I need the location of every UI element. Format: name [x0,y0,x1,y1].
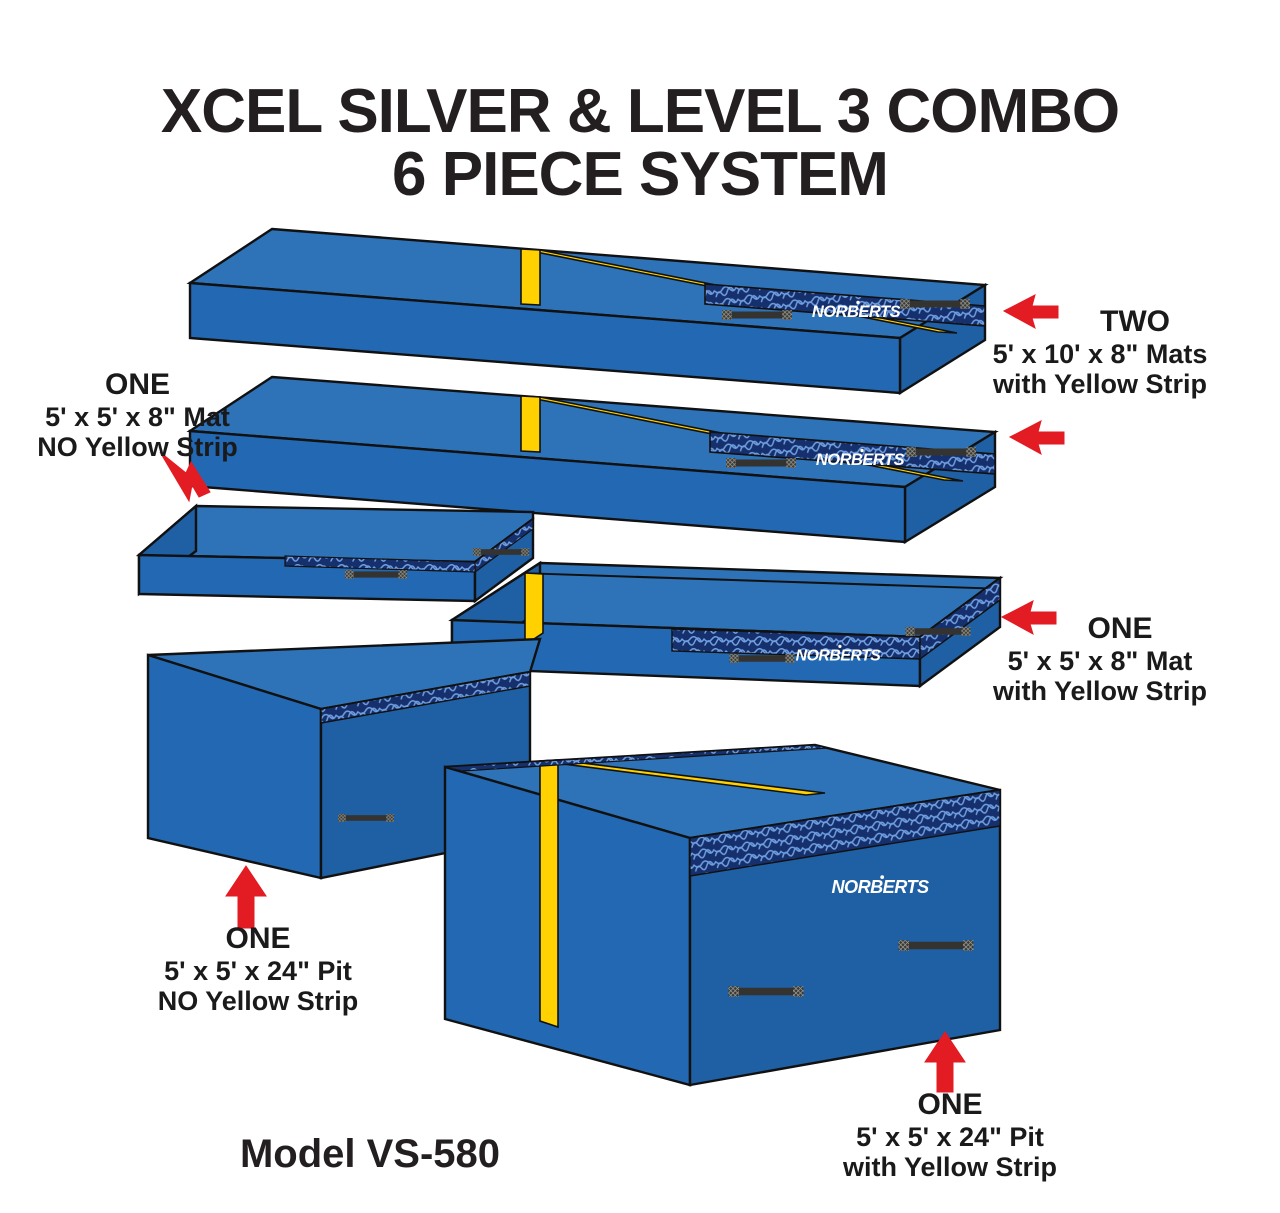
callout-count: ONE [225,922,291,955]
callout-two-5x10-mats: TWO 5' x 10' x 8" Mats with Yellow Strip [950,305,1250,399]
callout-size: 5' x 5' x 24" Pit [856,1121,1044,1152]
callout-count: ONE [104,368,170,401]
callout-size: 5' x 5' x 8" Mat [1007,645,1193,676]
page-title: XCEL SILVER & LEVEL 3 COMBO 6 PIECE SYST… [0,76,1280,210]
callout-strip: NO Yellow Strip [157,985,359,1016]
model-number: Model VS-580 [239,1132,501,1176]
handle-strap[interactable] [722,310,792,320]
piece-pit-5x5-strip[interactable] [443,743,1002,1087]
callout-count: ONE [1087,612,1153,645]
callout-one-5x5-mat-with-strip: ONE 5' x 5' x 8" Mat with Yellow Strip [950,612,1250,706]
callout-strip: with Yellow Strip [842,1151,1058,1182]
piece-mat-5x5-strip[interactable] [448,560,1004,689]
piece-mat-5x10-a[interactable] [186,227,989,396]
arrow-up-icon [225,865,267,929]
handle-strap[interactable] [906,447,976,457]
callout-size: 5' x 10' x 8" Mats [992,338,1208,369]
arrow-left-icon [1008,420,1065,456]
brand-logo [815,448,905,469]
arrow-left-icon [1000,600,1057,636]
callout-strip: with Yellow Strip [992,675,1208,706]
title-line-1: XCEL SILVER & LEVEL 3 COMBO [160,76,1120,146]
callout-one-5x5-pit-with-strip: ONE 5' x 5' x 24" Pit with Yellow Strip [790,1088,1110,1182]
callout-strip: with Yellow Strip [992,368,1208,399]
handle-strap[interactable] [728,986,804,997]
handle-strap[interactable] [726,458,796,468]
brand-logo [831,875,929,898]
handle-strap[interactable] [338,814,394,822]
callout-arrows [159,294,1065,1093]
callout-size: 5' x 5' x 24" Pit [164,955,352,986]
title-line-2: 6 PIECE SYSTEM [392,140,889,210]
handle-strap[interactable] [473,548,529,556]
callout-one-5x5-mat-no-strip: ONE 5' x 5' x 8" Mat NO Yellow Strip [0,368,275,462]
brand-logo [795,644,882,665]
callout-strip: NO Yellow Strip [37,431,238,462]
callout-one-5x5-pit-no-strip: ONE 5' x 5' x 24" Pit NO Yellow Strip [98,922,418,1016]
arrow-down-right-icon [159,451,211,503]
callout-size: 5' x 5' x 8" Mat [45,401,230,432]
callout-count: TWO [1100,305,1170,338]
handle-strap[interactable] [729,653,795,664]
handle-strap[interactable] [898,940,974,951]
arrow-left-icon [1002,294,1059,330]
handle-strap[interactable] [345,570,407,579]
callout-count: ONE [917,1088,983,1121]
brand-logo [811,300,901,321]
piece-mat-5x5-no-strip[interactable] [135,503,535,604]
arrow-up-icon [924,1031,966,1093]
